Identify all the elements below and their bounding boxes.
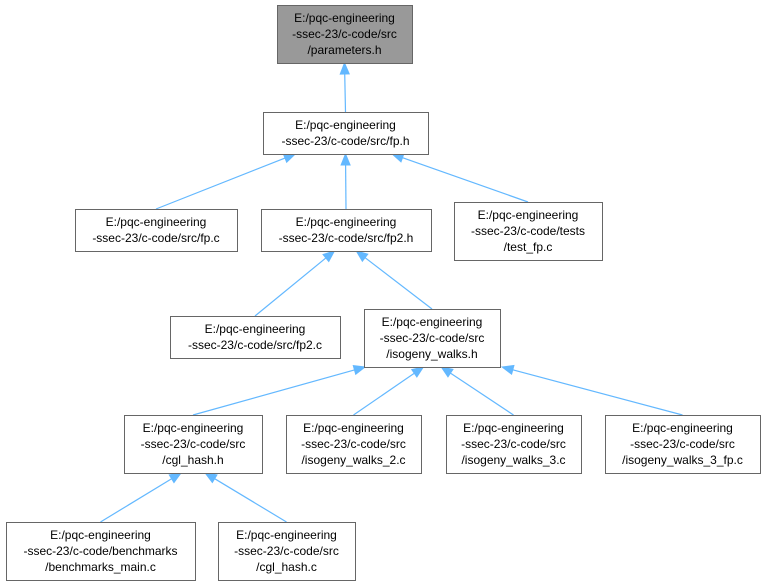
node-isogeny-walks-3-c[interactable]: E:/pqc-engineering -ssec-23/c-code/src/is… xyxy=(446,415,582,474)
arrowhead-icon xyxy=(322,250,336,263)
node-label-line: /cgl_hash.c xyxy=(256,560,317,574)
node-test-fp-c[interactable]: E:/pqc-engineering -ssec-23/c-code/tests /… xyxy=(454,202,603,261)
nodes: E:/pqc-engineering -ssec-23/c-code/src/pa… xyxy=(6,5,761,581)
edge-cgl_hash_h-to-isogeny_walks_h xyxy=(192,365,367,416)
node-label-line: -ssec-23/c-code/src xyxy=(292,27,397,41)
node-label-line: /benchmarks_main.c xyxy=(45,560,156,574)
edge-line xyxy=(100,478,172,523)
node-label-line: /isogeny_walks_3.c xyxy=(461,453,565,467)
edge-line xyxy=(512,369,683,416)
node-label-line: -ssec-23/c-code/src/fp2.h xyxy=(279,231,414,245)
node-label-line: E:/pqc-engineering xyxy=(296,215,397,229)
node-fp2-h[interactable]: E:/pqc-engineering -ssec-23/c-code/src/fp… xyxy=(261,209,432,252)
node-label-line: -ssec-23/c-code/src xyxy=(380,331,485,345)
node-fp-c[interactable]: E:/pqc-engineering -ssec-23/c-code/src/fp… xyxy=(75,209,238,252)
node-label-line: /isogeny_walks_3_fp.c xyxy=(622,453,743,467)
edge-isogeny_walks_3_fp_c-to-isogeny_walks_h xyxy=(500,364,683,416)
node-box xyxy=(364,309,501,368)
edge-line xyxy=(254,257,327,317)
edges xyxy=(100,61,683,523)
edge-fp2_h-to-fp_h xyxy=(340,152,351,210)
node-box xyxy=(75,209,238,252)
node-label-line: E:/pqc-engineering xyxy=(478,208,579,222)
edge-line xyxy=(192,369,355,416)
node-label-line: E:/pqc-engineering xyxy=(294,11,395,25)
node-label-line: /cgl_hash.h xyxy=(162,453,223,467)
arrowhead-icon xyxy=(500,364,515,376)
edge-benchmarks_main_c-to-cgl_hash_h xyxy=(100,472,183,523)
node-label-line: E:/pqc-engineering xyxy=(236,528,337,542)
node-label-line: -ssec-23/c-code/src/fp.h xyxy=(281,134,409,148)
node-label-line: -ssec-23/c-code/benchmarks xyxy=(23,544,177,558)
node-label-line: -ssec-23/c-code/src xyxy=(234,544,339,558)
node-label-line: -ssec-23/c-code/src xyxy=(301,437,406,451)
arrowhead-icon xyxy=(410,366,425,378)
node-box xyxy=(263,112,429,155)
node-fp-h[interactable]: E:/pqc-engineering -ssec-23/c-code/src/fp… xyxy=(263,112,429,155)
node-label-line: -ssec-23/c-code/tests xyxy=(471,224,585,238)
arrowhead-icon xyxy=(355,250,369,263)
arrowhead-icon xyxy=(440,366,454,378)
edge-line xyxy=(214,478,287,523)
node-label-line: -ssec-23/c-code/src/fp2.c xyxy=(188,338,322,352)
node-fp2-c[interactable]: E:/pqc-engineering -ssec-23/c-code/src/fp… xyxy=(170,316,341,359)
node-label-line: E:/pqc-engineering xyxy=(205,322,306,336)
node-parameters-h: E:/pqc-engineering -ssec-23/c-code/src/pa… xyxy=(277,5,413,64)
node-cgl-hash-h[interactable]: E:/pqc-engineering -ssec-23/c-code/src/cg… xyxy=(124,415,263,474)
node-label-line: -ssec-23/c-code/src xyxy=(141,437,246,451)
edge-line xyxy=(155,157,286,210)
edge-line xyxy=(353,372,415,416)
arrowhead-icon xyxy=(168,472,183,484)
node-label-line: -ssec-23/c-code/src xyxy=(461,437,566,451)
edge-isogeny_walks_3_c-to-isogeny_walks_h xyxy=(440,366,514,416)
edge-fp_c-to-fp_h xyxy=(155,153,297,210)
node-label-line: -ssec-23/c-code/src xyxy=(630,437,735,451)
edge-cgl_hash_c-to-cgl_hash_h xyxy=(204,472,287,523)
edge-fp2_c-to-fp2_h xyxy=(254,250,336,317)
node-box xyxy=(446,415,582,474)
node-box xyxy=(454,202,603,261)
node-box xyxy=(124,415,263,474)
edge-line xyxy=(364,257,433,310)
node-label-line: E:/pqc-engineering xyxy=(303,421,404,435)
node-isogeny-walks-2-c[interactable]: E:/pqc-engineering -ssec-23/c-code/src/is… xyxy=(286,415,422,474)
edge-isogeny_walks_h-to-fp2_h xyxy=(355,250,433,310)
node-box xyxy=(218,522,356,581)
node-cgl-hash-c[interactable]: E:/pqc-engineering -ssec-23/c-code/src/cg… xyxy=(218,522,356,581)
node-label-line: E:/pqc-engineering xyxy=(463,421,564,435)
node-label-line: E:/pqc-engineering xyxy=(632,421,733,435)
node-isogeny-walks-3-fp-c[interactable]: E:/pqc-engineering -ssec-23/c-code/src/is… xyxy=(605,415,761,474)
node-box xyxy=(170,316,341,359)
node-label-line: /isogeny_walks_2.c xyxy=(301,453,405,467)
node-isogeny-walks-h[interactable]: E:/pqc-engineering -ssec-23/c-code/src/is… xyxy=(364,309,501,368)
arrowhead-icon xyxy=(352,365,367,376)
edge-line xyxy=(344,73,347,113)
node-box xyxy=(605,415,761,474)
edge-isogeny_walks_2_c-to-isogeny_walks_h xyxy=(353,366,425,416)
node-label-line: -ssec-23/c-code/src/fp.c xyxy=(92,231,219,245)
node-box xyxy=(286,415,422,474)
node-label-line: E:/pqc-engineering xyxy=(50,528,151,542)
node-benchmarks-main-c[interactable]: E:/pqc-engineering -ssec-23/c-code/benchm… xyxy=(6,522,196,581)
node-label-line: /parameters.h xyxy=(307,43,381,57)
node-label-line: E:/pqc-engineering xyxy=(143,421,244,435)
edge-line xyxy=(450,372,514,416)
node-label-line: /isogeny_walks.h xyxy=(386,347,477,361)
node-box xyxy=(6,522,196,581)
node-label-line: E:/pqc-engineering xyxy=(295,118,396,132)
arrowhead-icon xyxy=(340,152,351,166)
node-box xyxy=(277,5,413,64)
node-label-line: E:/pqc-engineering xyxy=(106,215,207,229)
node-label-line: /test_fp.c xyxy=(504,240,553,254)
edge-fp_h-to-parameters_h xyxy=(339,61,350,113)
arrowhead-icon xyxy=(204,472,218,484)
arrowhead-icon xyxy=(282,153,297,164)
node-label-line: E:/pqc-engineering xyxy=(382,315,483,329)
edge-test_fp_c-to-fp_h xyxy=(390,152,529,203)
node-box xyxy=(261,209,432,252)
arrowhead-icon xyxy=(339,61,350,75)
edge-line xyxy=(402,157,529,203)
